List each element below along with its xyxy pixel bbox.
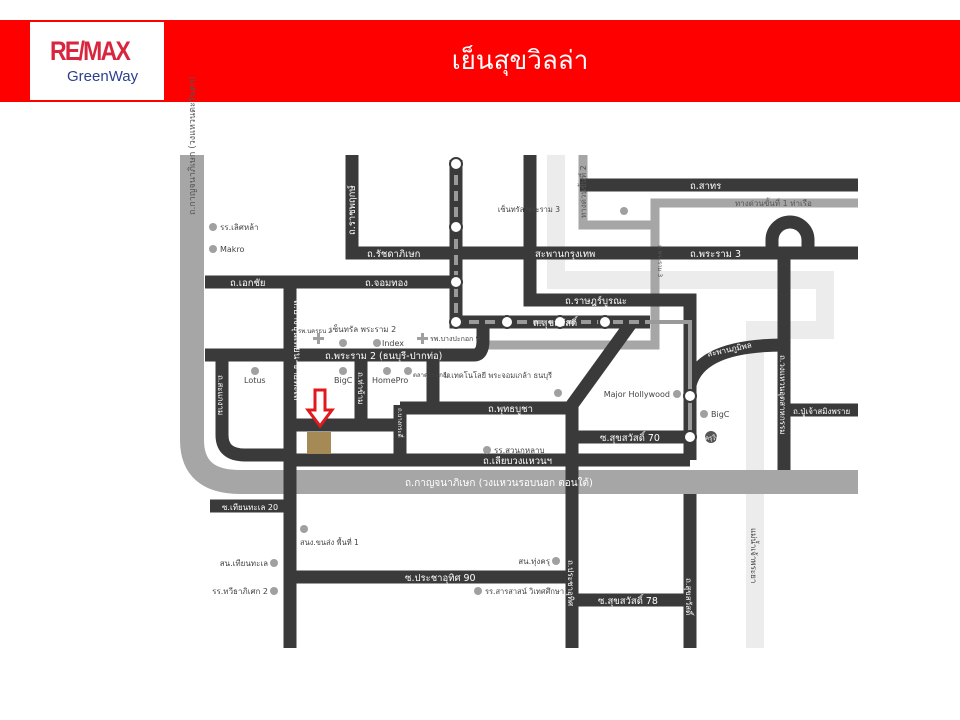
road-label: ถ.บางกระดี่ (396, 408, 404, 438)
road-label: ถ.ราชพฤกษ์ (346, 185, 358, 235)
place-label: รพ.บางปะกอก 9 (430, 335, 480, 343)
road-label: ถ.ประชาอุทิศ (566, 560, 575, 606)
road-label: ซ.สุขสวัสดิ์ 70 (600, 430, 660, 444)
metro-station-icon (598, 315, 612, 329)
road-label: ถ.วงแหวนอุตสาหกรรม (778, 355, 787, 435)
metro-station-icon (683, 430, 697, 444)
place-label: เซ็นทรัล พระราม 3 (498, 204, 560, 214)
expressways (480, 155, 858, 350)
road-label: ซ.สุขสวัสดิ์ 78 (598, 593, 658, 607)
hospital-icons (313, 333, 428, 344)
road-label: ซ.เทียนทะเล 20 (222, 503, 278, 512)
place-label: Makro (220, 245, 245, 254)
remax-logo: RE/MAX GreenWay (30, 22, 164, 100)
road-label: ถ.ราษฎร์บูรณะ (565, 295, 627, 307)
metro-station-icon (553, 315, 567, 329)
road-label: ถ.สุขสวัสดิ์ (533, 315, 579, 329)
road-label: ถ.พระราม 3 (656, 245, 663, 277)
road-label: ถ.พุทธบูชา (488, 404, 533, 415)
place-label: รร.ทวีธาภิเศก 2 (212, 587, 268, 596)
road-label: ถ.สาทร (690, 181, 721, 192)
road-label: ถ.พระราม 3 (690, 249, 741, 260)
metro-station-icon (449, 315, 463, 329)
place-label: รร.เลิศหล้า (220, 223, 259, 232)
metro-station-icon (449, 220, 463, 234)
road-label: สะพานกรุงเทพ (535, 249, 595, 260)
place-label: สนง.ขนส่ง พื้นที่ 1 (300, 537, 359, 547)
place-label: Lotus (244, 376, 266, 385)
place-label: สน.ทุ่งครุ (518, 557, 550, 566)
project-thumbnail (307, 432, 331, 454)
place-label: ครุใน (705, 434, 719, 442)
road-label: ทางด่วนขั้นที่ 1 ท่าเรือ (735, 197, 812, 208)
road-label: ซ.ประชาอุทิศ 90 (405, 573, 476, 584)
place-label: HomePro (372, 376, 408, 385)
place-label: สน.เทียนทะเล (220, 559, 268, 568)
river-label: แม่น้ำเจ้าพระยา (749, 528, 760, 583)
red-arrow-down-icon (305, 388, 335, 429)
road-label: ถ.พระราม 2 (ธนบุรี-ปากท่อ) (325, 350, 442, 362)
road-label: ถ.จอมทอง (365, 278, 408, 289)
place-label: Index (382, 339, 404, 348)
hospital-cross-icon (417, 333, 428, 344)
metro-station-icon (500, 315, 514, 329)
metro-station-icon (449, 275, 463, 289)
road-label: ถ.เลียบวงแหวนฯ (483, 455, 552, 467)
road-label: ถ.สะแกงาม (216, 375, 225, 415)
road-label: ทางด่วนขั้นที่ 2 (577, 165, 588, 218)
place-label: ม.เทคโนโลยี พระจอมเกล้า ธนบุรี (444, 371, 552, 380)
kanchanaphisek-road (180, 155, 858, 494)
place-label: BigC (711, 410, 730, 419)
page-title: เย็นสุขวิลล่า (451, 46, 589, 76)
poi-dots (209, 207, 717, 595)
place-label: รพ.นครธน 2 (298, 328, 332, 335)
logo-main-text: RE/MAX (50, 36, 131, 66)
place-label: รร.สวนกุหลาบ (494, 446, 545, 455)
road-label: ถ.รัชดาภิเษก (367, 249, 421, 260)
road-label: ถ.เอกชัย (230, 278, 266, 289)
place-label: Major Hollywood (604, 390, 670, 399)
road-label: ถ.ท่าข้าม (356, 372, 365, 404)
road-label: ถ.กาญจนาภิเษก (วงแหวนรอบนอก ตอนใต้) (405, 477, 593, 489)
road-label: ถ.บางขุนเทียน-ชายทะเล (291, 300, 303, 401)
metro-stations (449, 157, 697, 444)
place-label: รร.สารสาสน์ วิเทศศึกษา (485, 587, 564, 596)
road-label: ถ.สุขสวัสดิ์ (684, 578, 695, 617)
logo-sub-text: GreenWay (67, 68, 139, 85)
road-label: ถ.ปู่เจ้าสมิงพราย (793, 407, 850, 417)
hospital-cross-icon (313, 333, 324, 344)
metro-station-icon (449, 157, 463, 171)
metro-station-icon (683, 389, 697, 403)
place-label: ตลาดโรงเกลือ (413, 371, 451, 379)
place-label: BigC (334, 376, 353, 385)
place-label: เซ็นทรัล พระราม 2 (330, 324, 396, 334)
road-label: ถ.กาญจนาภิเษก (วงแหวนตะวันตก) (187, 76, 198, 215)
